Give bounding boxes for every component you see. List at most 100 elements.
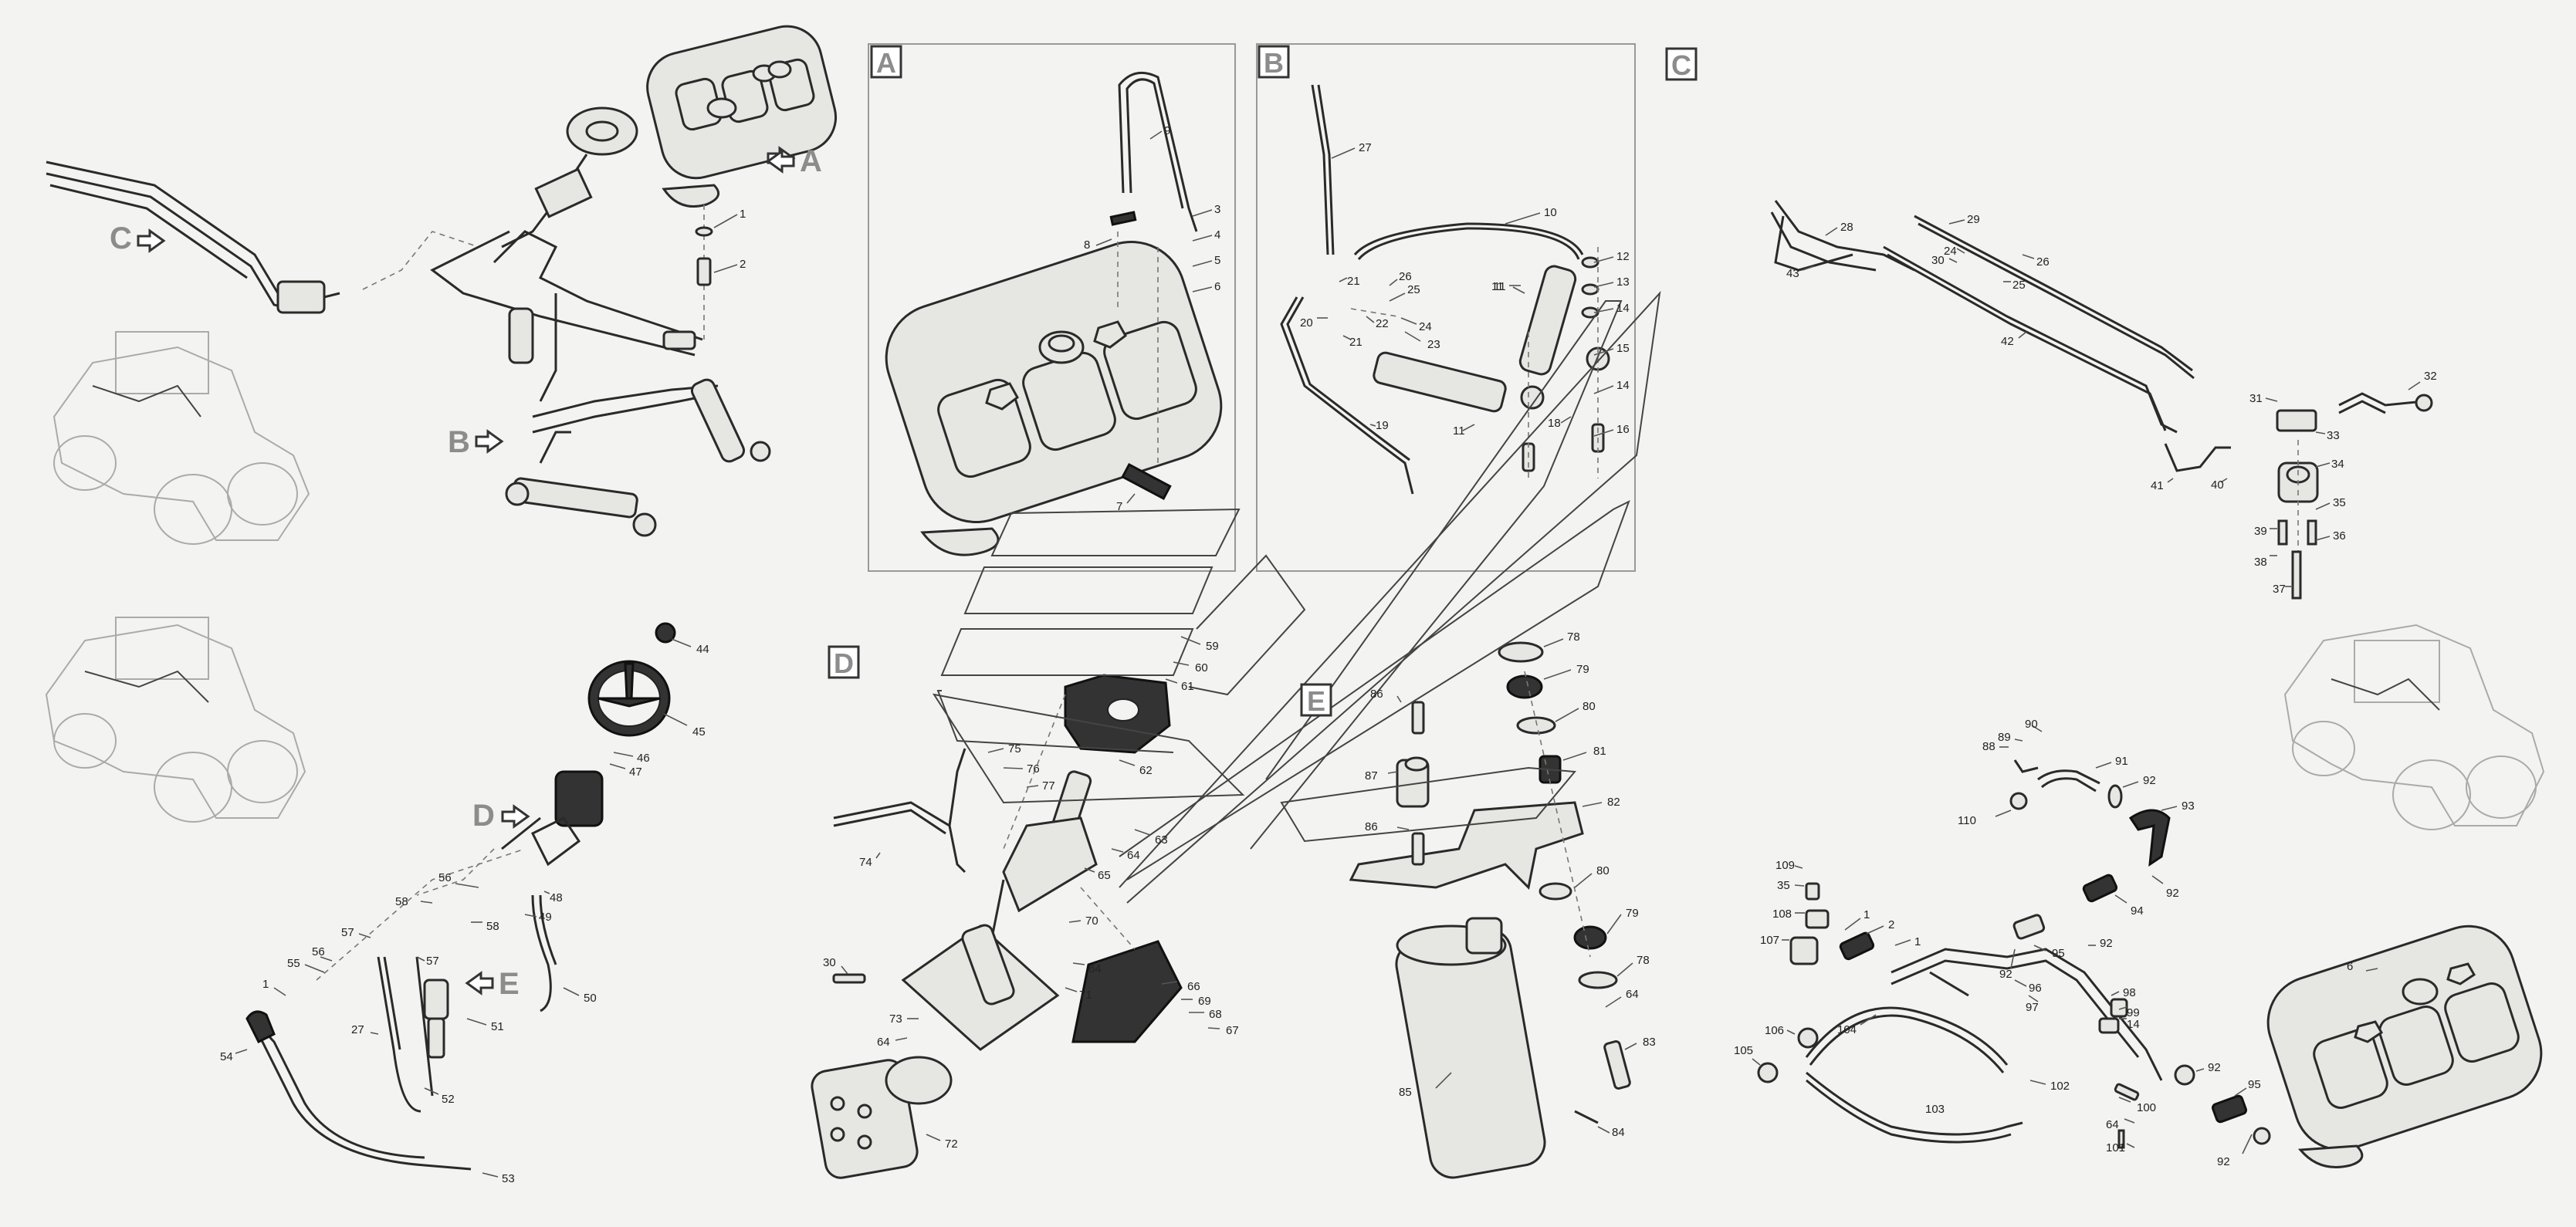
callout: 18 [1548,417,1561,430]
callouts-frame-e: 78 79 80 81 82 86 87 86 80 79 78 64 83 8… [1365,630,1656,1139]
callout: 42 [2001,335,2014,348]
callout: 95 [2248,1078,2261,1091]
callout: 106 [1765,1024,1784,1037]
pointer-b: B [448,425,504,459]
connector-guides [932,290,1661,904]
pointer-c: C [110,221,166,255]
callout: 34 [2331,458,2344,471]
callout: 69 [1198,995,1211,1008]
callout: 82 [1607,796,1620,809]
callout: 73 [889,1012,902,1026]
callout: 14 [1616,302,1630,315]
frame-label-c: C [1665,47,1698,81]
callout: 45 [692,725,706,739]
tractor-illustration-right [2283,624,2545,830]
callout: 108 [1772,908,1792,921]
svg-text:E: E [1307,685,1325,717]
callout: 6 [1214,280,1220,293]
callout: 98 [2123,986,2136,999]
callout: 41 [2151,479,2164,492]
callout: 7 [1116,500,1122,513]
callout: 81 [1593,745,1606,758]
callout: 89 [1998,731,2011,744]
callout: 36 [2333,529,2346,543]
callout: 67 [1226,1024,1239,1037]
callout: 37 [2273,583,2286,596]
callout: 20 [1300,316,1313,330]
svg-text:D: D [472,799,495,833]
callouts-overview-bottom: 44 45 46 47 48 49 50 51 56 56 57 57 58 5… [220,638,709,1185]
callout: 99 [2127,1006,2140,1019]
callout: 46 [637,752,650,765]
callout: 58 [395,895,408,908]
callout: 90 [2025,718,2038,731]
svg-text:A: A [800,144,822,178]
callout: 84 [1612,1126,1625,1139]
callout: 35 [1777,879,1790,892]
svg-text:C: C [1671,49,1691,81]
callout: 11 [1491,280,1504,293]
callout: 14 [1616,379,1630,392]
callout: 21 [1347,275,1360,288]
callout: 25 [2012,279,2026,292]
callout: 22 [1376,317,1389,330]
callout: 5 [1214,254,1220,267]
callout: 68 [1209,1008,1222,1021]
callouts-bottom-right: 90 89 88 91 92 93 110 92 94 109 35 108 1… [1734,718,2378,1168]
callout: 21 [1349,336,1362,349]
callout: 26 [1399,270,1412,283]
callout: 9 [1164,124,1170,137]
callout: 75 [1008,742,1021,755]
detail-frame-e [1349,641,1631,1179]
callout: 92 [2143,774,2156,787]
callout: 80 [1582,700,1596,713]
callout: 3 [1214,203,1220,216]
svg-text:A: A [876,47,896,79]
callout: 54 [220,1050,233,1063]
svg-text:D: D [834,647,854,679]
callout: 94 [2131,904,2144,918]
callout: 92 [1999,968,2012,981]
callout: 47 [629,766,642,779]
callout: 64 [877,1036,890,1049]
callout: 63 [1155,833,1168,847]
callout: 40 [2211,478,2224,492]
callout: 70 [1085,914,1098,928]
callout: 102 [2050,1080,2070,1093]
callout: 59 [1206,640,1219,653]
svg-text:C: C [110,221,132,255]
callout: 28 [1840,221,1853,234]
detail-frame-b [1256,43,1636,572]
callout: 97 [2026,1001,2039,1014]
callout: 92 [2208,1061,2221,1074]
callout: 55 [287,957,300,970]
callout: 27 [1359,141,1372,154]
callout: 101 [2106,1141,2125,1154]
callouts-overview-top: 1 2 [713,208,746,273]
callout: 2 [740,258,746,271]
callout: 79 [1576,663,1589,676]
callout: 62 [1139,764,1153,777]
frame-label-d: D [828,645,860,679]
callout: 64 [2106,1118,2119,1131]
frame-label-a: A [870,45,902,79]
callout: 80 [1596,864,1610,877]
callout: 8 [1084,238,1090,252]
callout: 1 [1863,908,1870,921]
overview-top-assembly [46,25,838,537]
callout: 30 [1931,254,1945,267]
callout: 32 [2424,370,2437,383]
svg-text:B: B [1264,47,1284,79]
callout: 57 [426,955,439,968]
callouts-frame-d: 59 60 61 62 63 64 65 75 76 77 74 30 70 6… [823,636,1239,1151]
callout: 15 [1616,342,1630,355]
callout: 31 [2249,392,2263,405]
callout: 44 [696,643,709,656]
callout: 14 [2127,1018,2140,1031]
callout: 24 [1944,245,1957,258]
callout: 1 [262,978,269,991]
callout: 27 [351,1023,364,1036]
callout: 87 [1365,769,1378,783]
callout: 61 [1181,680,1194,693]
pointer-d: D [472,799,530,833]
